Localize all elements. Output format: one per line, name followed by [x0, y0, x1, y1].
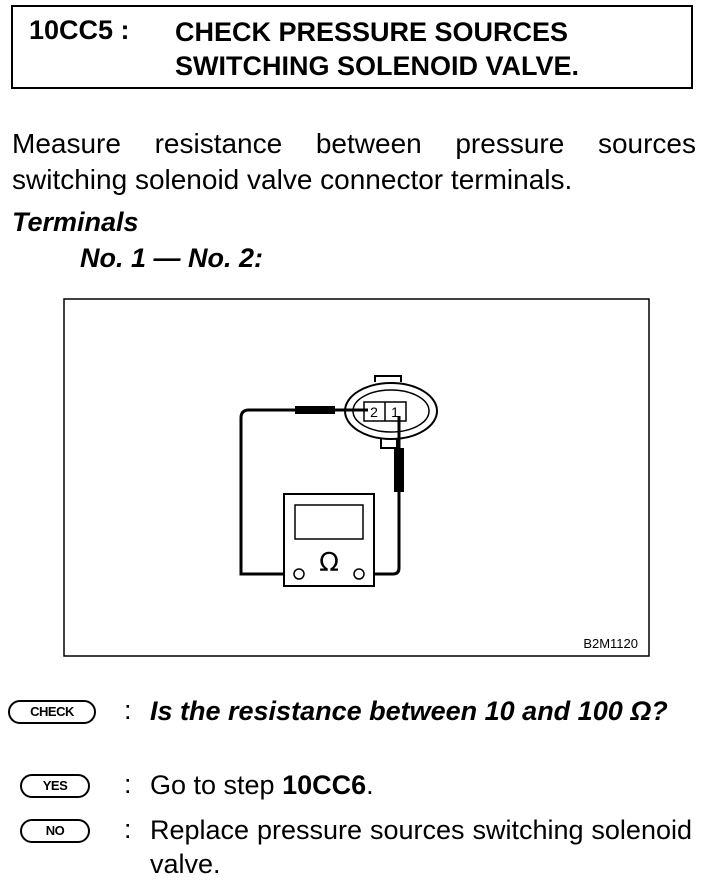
ohmmeter	[283, 493, 375, 587]
yes-colon: :	[124, 769, 132, 799]
terminal-2-label: 2	[370, 404, 378, 420]
left-probe-lead	[239, 406, 368, 576]
meter-terminal-right	[353, 568, 365, 580]
wiring-diagram: 2 1 Ω B2M1120	[63, 298, 650, 657]
step-code: 10CC5 :	[29, 15, 130, 45]
no-badge: NO	[20, 819, 90, 843]
step-title: CHECK PRESSURE SOURCES SWITCHING SOLENOI…	[175, 15, 685, 83]
yes-text-prefix: Go to step	[150, 770, 283, 800]
meter-terminal-left	[293, 568, 305, 580]
check-colon: :	[124, 695, 132, 725]
no-text: Replace pressure sources switching solen…	[150, 815, 692, 879]
yes-text: Go to step 10CC6.	[150, 768, 692, 802]
check-question: Is the resistance between 10 and 100 Ω?	[150, 696, 668, 726]
ohm-symbol: Ω	[319, 548, 339, 578]
step-header-box: 10CC5 : CHECK PRESSURE SOURCES SWITCHING…	[11, 5, 693, 89]
yes-text-suffix: .	[366, 770, 374, 800]
yes-badge: YES	[20, 774, 90, 798]
check-badge: CHECK	[8, 700, 96, 724]
instruction-text: Measure resistance between pressure sour…	[12, 128, 696, 195]
yes-step-link: 10CC6	[282, 770, 367, 800]
terminal-1-label: 1	[391, 404, 399, 420]
no-colon: :	[124, 814, 132, 844]
solenoid-connector	[344, 375, 438, 449]
terminals-heading: Terminals	[12, 207, 139, 237]
step-title-line2: SWITCHING SOLENOID VALVE.	[175, 51, 580, 81]
terminals-value: No. 1 — No. 2:	[80, 243, 264, 273]
figure-code: B2M1120	[583, 636, 638, 651]
step-title-line1: CHECK PRESSURE SOURCES	[175, 17, 569, 47]
figure-frame	[63, 298, 650, 657]
right-probe-lead	[361, 416, 404, 576]
